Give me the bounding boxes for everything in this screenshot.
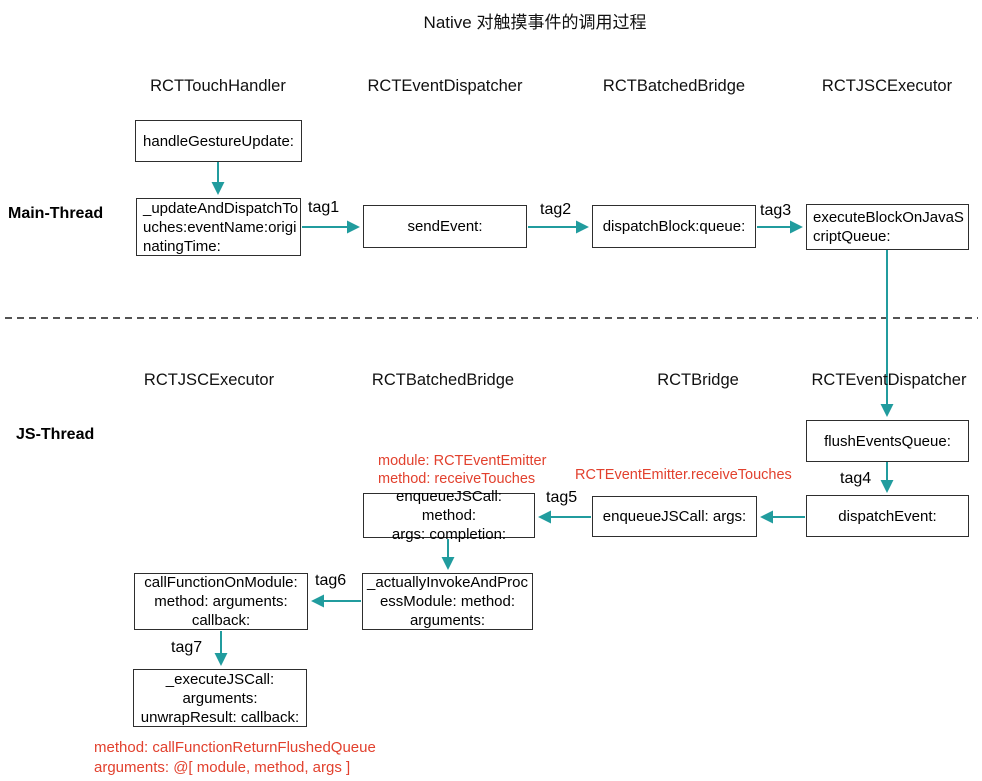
main-thread-label: Main-Thread [8,205,104,222]
top-header-rctjscexecutor: RCTJSCExecutor [821,77,953,95]
tag7-label: tag7 [171,639,203,656]
box-flushEventsQueue: flushEventsQueue: [806,420,969,462]
box-dispatchBlockQueue: dispatchBlock:queue: [592,205,756,248]
box-actuallyInvokeAndProcessModule: _actuallyInvokeAndProc essModule: method… [362,573,533,630]
tag2-label: tag2 [540,201,572,218]
box-sendEvent: sendEvent: [363,205,527,248]
box-executeJSCall: _executeJSCall: arguments: unwrapResult:… [133,669,307,727]
tag6-label: tag6 [315,572,347,589]
bottom-header-rctjscexecutor: RCTJSCExecutor [143,371,275,389]
box-enqueueJSCallArgs: enqueueJSCall: args: [592,496,757,537]
bottom-header-rctbatchedbridge: RCTBatchedBridge [371,371,515,389]
box-updateAndDispatchTouches: _updateAndDispatchTo uches:eventName:ori… [136,198,301,256]
tag5-label: tag5 [546,489,578,506]
annotation-module-method: module: RCTEventEmitter method: receiveT… [378,453,547,487]
top-header-rctbatchedbridge: RCTBatchedBridge [602,77,746,95]
top-header-rcttouchhandler: RCTTouchHandler [150,77,286,95]
js-thread-label: JS-Thread [16,426,95,443]
tag4-label: tag4 [840,470,872,487]
box-dispatchEvent: dispatchEvent: [806,495,969,537]
bottom-header-rctbridge: RCTBridge [657,371,739,389]
box-callFunctionOnModule: callFunctionOnModule: method: arguments:… [134,573,308,630]
diagram-title: Native 对触摸事件的调用过程 [423,13,647,32]
bottom-header-rcteventdispatcher: RCTEventDispatcher [811,371,967,389]
tag1-label: tag1 [308,199,340,216]
top-header-rcteventdispatcher: RCTEventDispatcher [367,77,523,95]
annotation-receive-touches: RCTEventEmitter.receiveTouches [575,467,792,483]
annotation-call-function-return: method: callFunctionReturnFlushedQueue a… [94,739,376,776]
tag3-label: tag3 [760,202,792,219]
box-handleGestureUpdate: handleGestureUpdate: [135,120,302,162]
box-enqueueJSCallMethod: enqueueJSCall: method: args: completion: [363,488,535,543]
box-executeBlockOnJavaScriptQueue: executeBlockOnJavaS criptQueue: [806,204,969,250]
